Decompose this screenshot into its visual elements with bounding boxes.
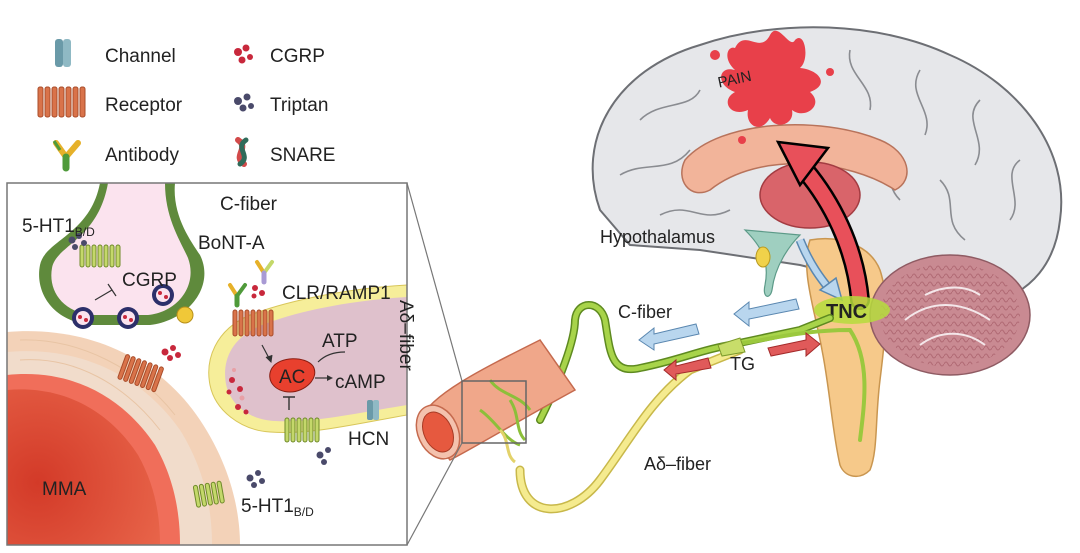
channel-icon bbox=[55, 39, 71, 67]
inset-ht1-bottom-label: 5-HT1B/D bbox=[241, 496, 314, 519]
nerve-fibers bbox=[515, 301, 867, 514]
zoom-region-box bbox=[461, 380, 527, 444]
inset-ht1-top-label: 5-HT1B/D bbox=[22, 216, 95, 239]
inset-c-fiber-label: C-fiber bbox=[220, 194, 278, 215]
hypothalamus-arrow bbox=[795, 238, 844, 302]
synapse-inset bbox=[6, 182, 408, 546]
hypothalamus-label: Hypothalamus bbox=[600, 227, 715, 247]
c-fiber-label: C-fiber bbox=[618, 302, 672, 322]
receptor-icon bbox=[37, 86, 86, 118]
tnc-label: TNC bbox=[826, 301, 867, 323]
inset-atp-label: ATP bbox=[322, 331, 358, 352]
legend-antibody-label: Antibody bbox=[105, 145, 179, 166]
pain-splat: PAIN bbox=[710, 30, 834, 144]
inset-bont-label: BoNT-A bbox=[198, 233, 265, 254]
signal-arrows bbox=[638, 298, 821, 382]
a-delta-fiber-label: Aδ–fiber bbox=[644, 454, 711, 474]
legend-channel-label: Channel bbox=[105, 46, 176, 67]
inset-camp-label: cAMP bbox=[335, 372, 386, 393]
inset-a-delta-fiber-label: Aδ–fiber bbox=[395, 300, 416, 371]
mma-vessel bbox=[415, 339, 577, 464]
ascending-pain-arrow bbox=[775, 140, 870, 310]
inset-border bbox=[6, 182, 408, 546]
brain-illustration bbox=[591, 26, 1063, 477]
tg-label: TG bbox=[730, 354, 755, 374]
inset-clr-ramp1-label: CLR/RAMP1 bbox=[282, 283, 391, 304]
legend-snare-label: SNARE bbox=[270, 145, 335, 166]
inset-hcn-label: HCN bbox=[348, 429, 389, 450]
legend-triptan-label: Triptan bbox=[270, 95, 328, 116]
zoom-line-top bbox=[406, 182, 463, 382]
inset-cgrp-label: CGRP bbox=[122, 270, 177, 291]
triptan-icon bbox=[234, 93, 254, 112]
legend-receptor-label: Receptor bbox=[105, 95, 183, 116]
pain-label: PAIN bbox=[716, 68, 753, 92]
cgrp-icon bbox=[234, 44, 253, 64]
snare-icon bbox=[235, 137, 249, 167]
legend: Channel Receptor Antibody CGRP Triptan bbox=[37, 39, 335, 172]
legend-cgrp-label: CGRP bbox=[270, 46, 325, 67]
inset-ac-label: AC bbox=[279, 367, 305, 388]
antibody-icon bbox=[52, 140, 81, 172]
inset-mma-label: MMA bbox=[42, 479, 87, 500]
trigeminal-ganglion bbox=[717, 337, 746, 357]
zoom-line-bottom bbox=[406, 442, 463, 546]
